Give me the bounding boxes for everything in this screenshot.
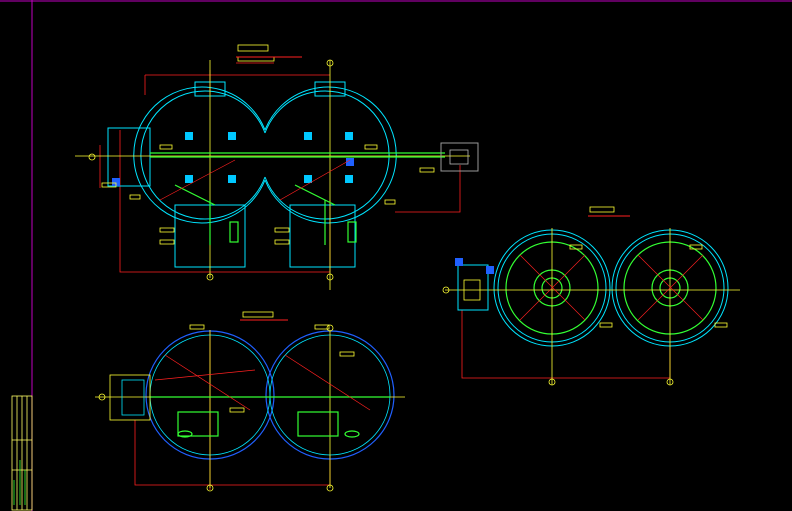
upper-piping	[150, 152, 445, 245]
upper-equipment	[112, 132, 354, 186]
upper-dimensions	[99, 70, 461, 273]
lower-dimensions	[134, 330, 331, 490]
right-section	[442, 206, 740, 386]
title-block	[11, 395, 33, 511]
upper-plan	[75, 44, 479, 290]
upper-label-boxes	[101, 44, 435, 245]
lower-plan	[95, 311, 405, 492]
